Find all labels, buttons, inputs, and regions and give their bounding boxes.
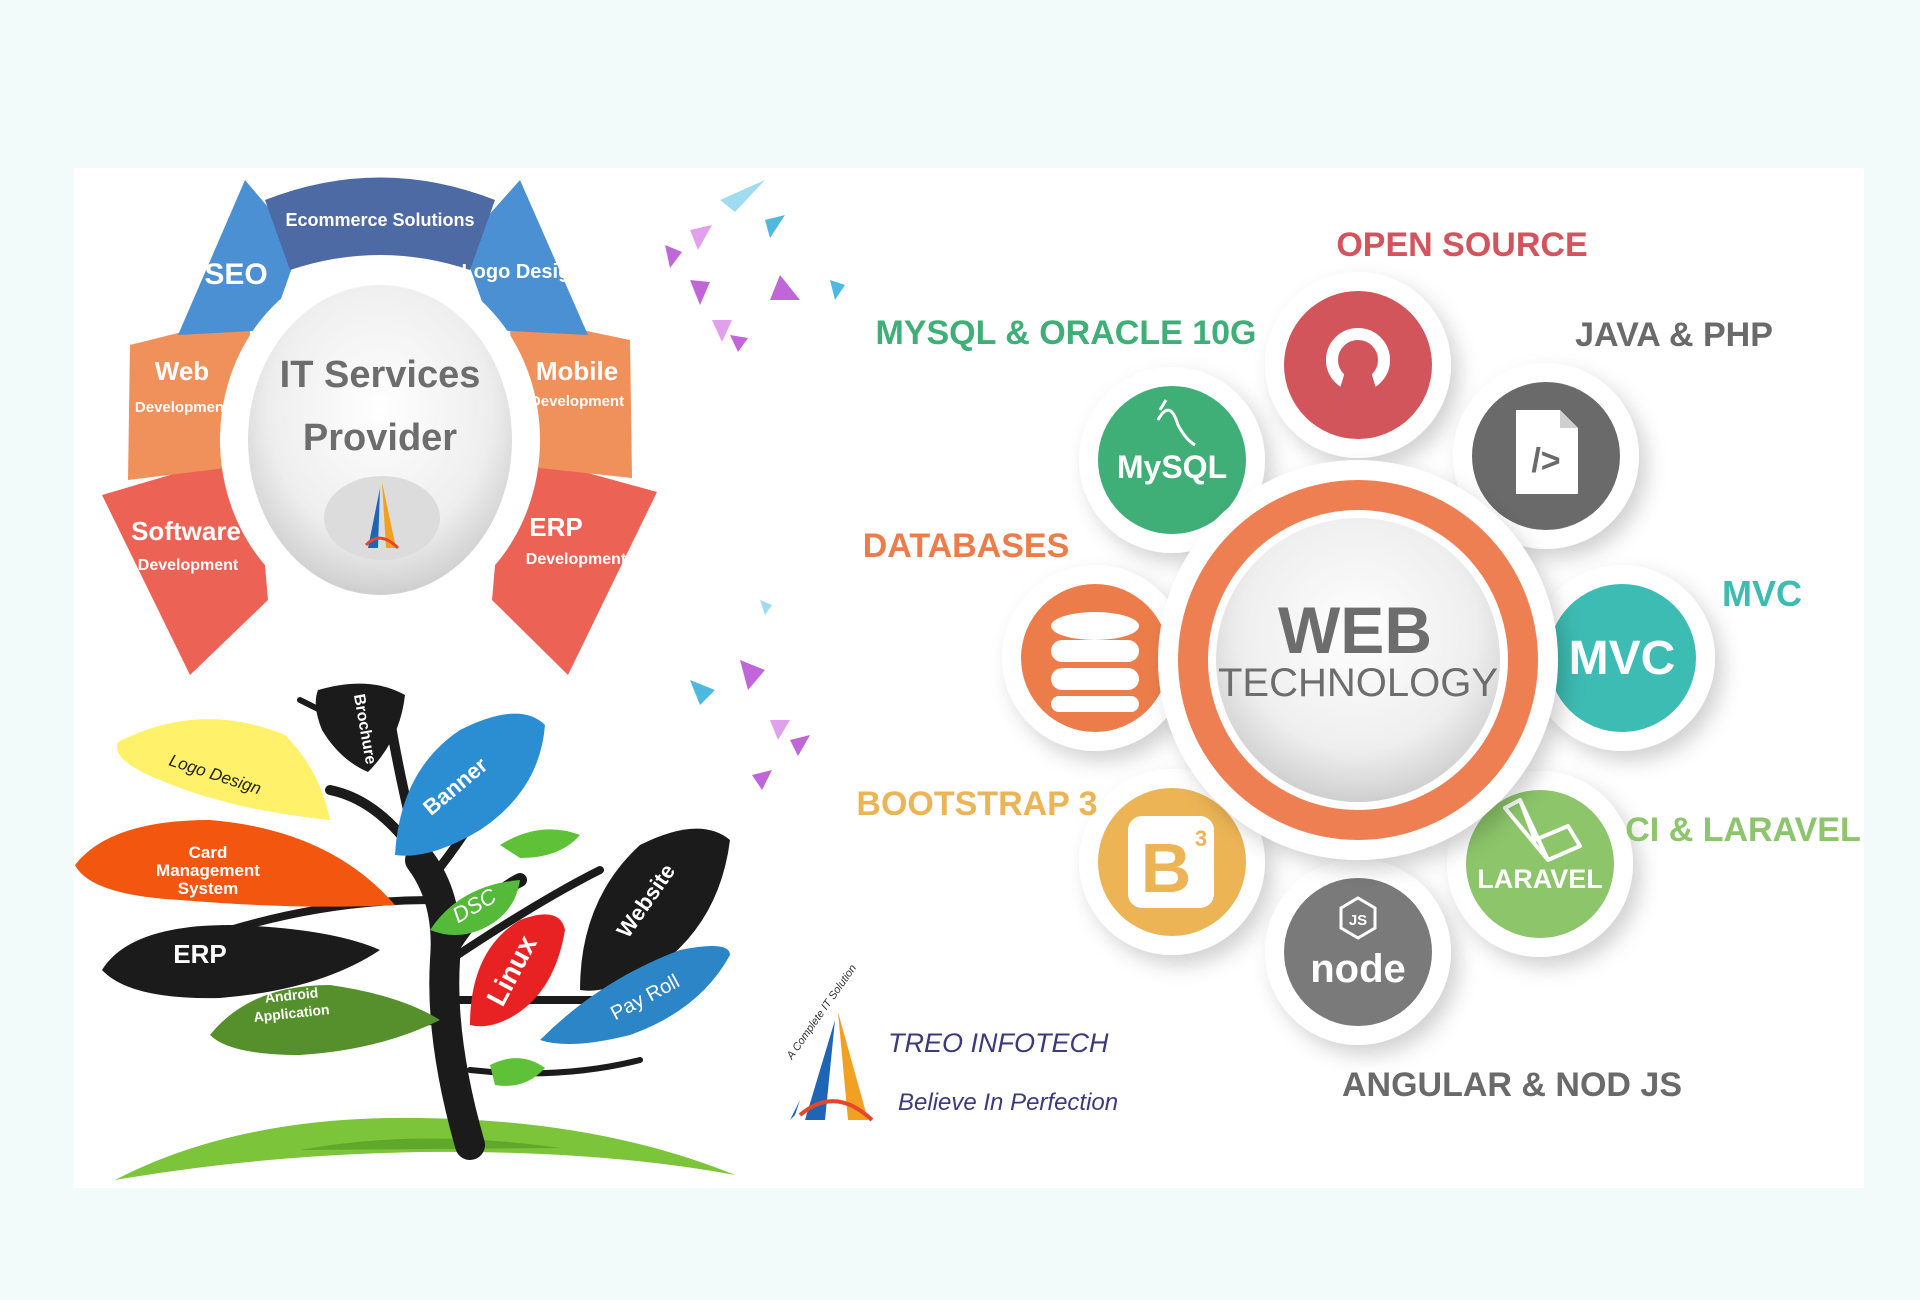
- brand-tagline: Believe In Perfection: [898, 1089, 1118, 1116]
- petal-seo-label: SEO: [204, 258, 267, 291]
- badge-laravel: [1447, 771, 1633, 957]
- leaf-banner: [395, 713, 545, 856]
- badge-code-label: />: [1531, 442, 1560, 480]
- petal-mobile-label: Mobile: [536, 356, 618, 386]
- flower-logo-shadow: [324, 476, 440, 560]
- leaf-green-small: [500, 829, 580, 858]
- petal-ecommerce-label: Ecommerce Solutions: [285, 210, 474, 230]
- leaf-card-line1: Card: [189, 843, 228, 862]
- leaf-linux: [470, 914, 565, 1027]
- badge-bootstrap-sup: 3: [1195, 826, 1207, 851]
- leaf-android: [210, 985, 440, 1055]
- web-technology-diagram: MySQL /> MVC B: [856, 226, 1860, 1104]
- it-services-flower: IT Services Provider Ecommerce Solutions…: [102, 177, 657, 675]
- label-mysql-oracle: MYSQL & ORACLE 10G: [876, 314, 1257, 352]
- services-tree: Logo Design Brochure Banner Card Managem…: [75, 683, 735, 1180]
- leaf-android-line1: Android: [264, 984, 319, 1006]
- center-inner-disc: [1216, 518, 1500, 802]
- flower-center-line1: IT Services: [280, 354, 481, 396]
- badge-bootstrap: [1079, 769, 1265, 955]
- badge-open-source: [1265, 272, 1451, 458]
- label-databases: DATABASES: [863, 527, 1070, 565]
- leaf-erp-label: ERP: [173, 939, 226, 969]
- label-bootstrap: BOOTSTRAP 3: [856, 785, 1097, 823]
- petal-web-label: Web: [155, 356, 209, 386]
- label-open-source: OPEN SOURCE: [1336, 226, 1587, 264]
- petal-erp: [492, 450, 657, 675]
- label-java-php: JAVA & PHP: [1575, 316, 1773, 354]
- badge-bootstrap-label: B: [1141, 829, 1192, 907]
- laravel-icon: [1503, 798, 1582, 862]
- leaf-brochure: [315, 683, 405, 772]
- leaf-card: [75, 820, 395, 907]
- petal-web-sublabel: Development: [135, 399, 229, 416]
- petal-software-sublabel: Development: [138, 557, 239, 574]
- js-hexagon-icon: [1339, 896, 1377, 940]
- code-file-icon: [1516, 410, 1578, 494]
- petal-erp-sublabel: Development: [526, 551, 627, 568]
- leaf-green-bottom: [490, 1058, 545, 1086]
- flower-center: [248, 285, 512, 595]
- petal-mobile-sublabel: Development: [530, 393, 624, 410]
- label-ci-laravel: CI & LARAVEL: [1625, 811, 1860, 849]
- petal-logo-label: Logo Design: [461, 261, 582, 283]
- badge-mvc-label: MVC: [1569, 632, 1676, 685]
- leaf-dsc: [430, 880, 520, 935]
- petal-web: [128, 315, 250, 480]
- center-line1: WEB: [1278, 593, 1432, 667]
- badge-js-label: JS: [1349, 912, 1367, 929]
- confetti-decoration: [665, 180, 845, 790]
- flower-center-line2: Provider: [303, 417, 457, 459]
- brand-name: TREO INFOTECH: [888, 1028, 1109, 1058]
- treo-small-logo-icon: [364, 482, 400, 550]
- petal-mobile: [510, 315, 632, 478]
- treo-brand: A Complete IT Solution TREO INFOTECH Bel…: [784, 963, 1118, 1122]
- label-mvc: MVC: [1722, 573, 1802, 614]
- badge-mysql-label: MySQL: [1117, 449, 1227, 485]
- badge-node: [1265, 859, 1451, 1045]
- database-icon: [1051, 612, 1139, 712]
- badge-laravel-label: LARAVEL: [1477, 864, 1603, 894]
- leaf-erp: [102, 925, 380, 999]
- petal-software: [102, 450, 268, 675]
- leaf-card-line3: System: [178, 879, 238, 898]
- leaf-card-line2: Management: [156, 861, 260, 880]
- open-source-icon: [1336, 372, 1380, 402]
- leaf-logo-design: [116, 719, 331, 820]
- leaf-website: [580, 828, 730, 991]
- label-angular-node: ANGULAR & NOD JS: [1342, 1066, 1682, 1104]
- treo-logo-icon: [790, 1012, 874, 1122]
- center-line2: TECHNOLOGY: [1218, 661, 1498, 705]
- petal-erp-label: ERP: [529, 512, 582, 542]
- petal-ecommerce: [265, 177, 495, 270]
- badge-node-label: node: [1310, 947, 1406, 991]
- leaf-android-line2: Application: [253, 1001, 330, 1025]
- leaf-payroll: [540, 946, 730, 1044]
- petal-software-label: Software: [131, 516, 241, 546]
- petal-seo: [178, 180, 300, 335]
- badge-mvc: [1529, 565, 1715, 751]
- badge-mysql: [1079, 367, 1265, 553]
- petal-logo: [462, 180, 588, 335]
- dolphin-icon: [1156, 399, 1196, 447]
